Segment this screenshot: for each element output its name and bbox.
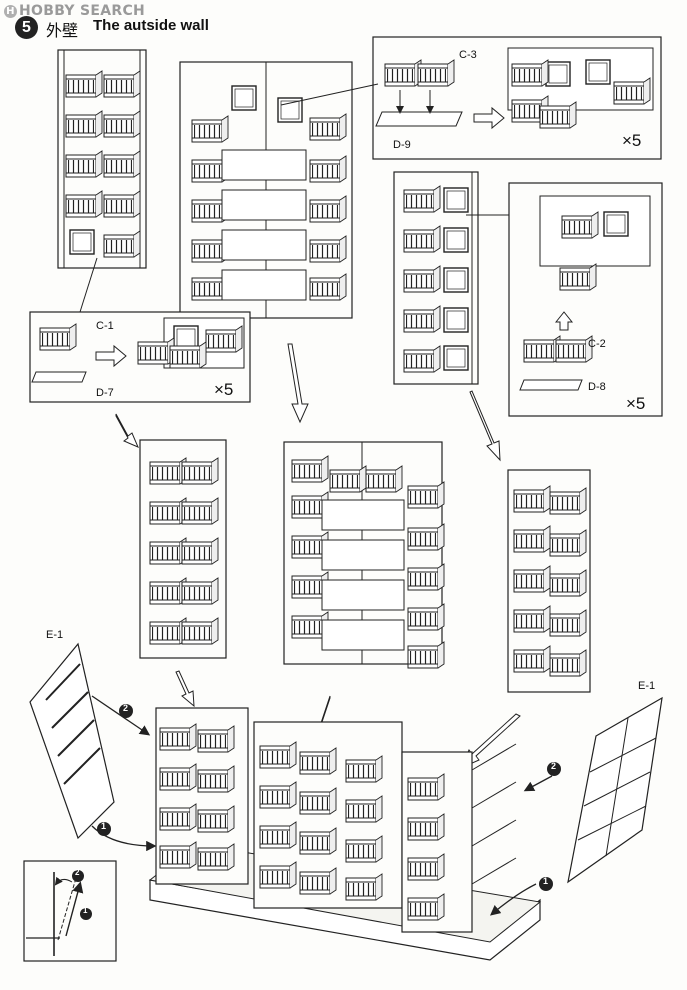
assembled-wall-left xyxy=(139,439,227,659)
wall-panel-center xyxy=(179,61,353,319)
marker-1-inset-text: 1 xyxy=(83,906,88,915)
building-assembly xyxy=(148,707,542,961)
label-e1-left: E-1 xyxy=(46,629,64,641)
panel-e1-right xyxy=(567,696,663,884)
step-marker-1-right xyxy=(539,877,553,891)
wall-panel-right xyxy=(393,171,512,385)
label-d9-text: D-9 xyxy=(393,139,411,151)
step-marker-2-right xyxy=(547,762,561,776)
label-d8: D-8 xyxy=(588,381,606,393)
label-e1-right: E-1 xyxy=(638,680,656,692)
assembly-arrows xyxy=(91,695,553,916)
multiplier-top: ×5 xyxy=(622,131,642,150)
step-number: 5 xyxy=(15,16,38,39)
multiplier-left: ×5 xyxy=(214,380,234,399)
step-title-en: The autside wall xyxy=(93,17,209,34)
marker-2-left-text: 2 xyxy=(123,703,129,713)
inset-c3-d9 xyxy=(280,36,662,160)
assembled-wall-right xyxy=(507,469,591,693)
marker-1-left-text: 1 xyxy=(101,821,107,831)
assembled-wall-center xyxy=(283,441,445,669)
multiplier-right: ×5 xyxy=(626,394,646,413)
label-d7: D-7 xyxy=(96,387,114,399)
step-marker-1-left xyxy=(97,822,111,836)
label-c1: C-1 xyxy=(96,320,114,332)
watermark-text: HOBBY SEARCH xyxy=(19,3,146,19)
marker-1-right-text: 1 xyxy=(543,876,549,886)
inset-c2-d8 xyxy=(508,182,663,417)
marker-2-inset-text: 2 xyxy=(75,868,80,877)
watermark-logo-icon: H xyxy=(4,5,17,18)
arrow-group xyxy=(115,343,521,769)
inset-detail-fold xyxy=(23,860,117,962)
label-c3-text: C-3 xyxy=(459,49,477,61)
inset-c1-d7 xyxy=(29,257,251,403)
panel-e1-left xyxy=(29,642,115,840)
step-title-jp: 外壁 xyxy=(46,21,79,40)
wall-panel-left xyxy=(57,49,147,269)
step-marker-2-left xyxy=(119,704,133,718)
marker-2-right-text: 2 xyxy=(551,761,557,771)
label-c2: C-2 xyxy=(588,338,606,350)
